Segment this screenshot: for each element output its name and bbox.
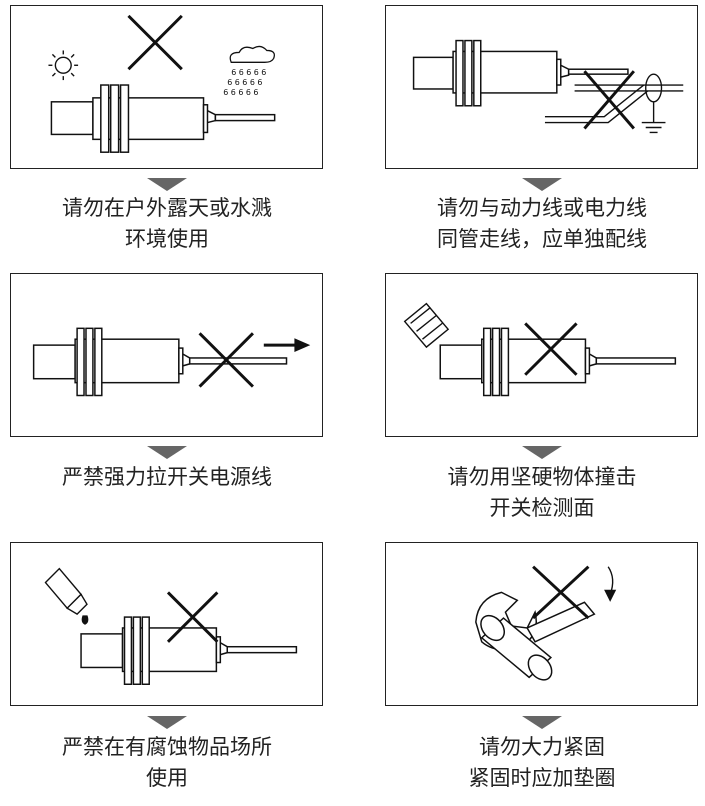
rain-cloud-icon: 6 6 6 6 6 6 6 6 6 6 6 6 6 6 6	[223, 45, 275, 97]
caption-pull-cable: 严禁强力拉开关电源线	[2, 462, 332, 493]
impact-warning-illustration	[403, 302, 677, 397]
down-arrow-icon	[147, 446, 187, 459]
corrosive-warning-illustration	[44, 567, 298, 685]
down-arrow-icon	[147, 178, 187, 191]
tightening-warning-illustration	[475, 565, 617, 681]
proximity-sensor-drawing	[32, 327, 288, 397]
caption-line: 紧固时应加垫圈	[468, 766, 616, 790]
proximity-sensor-drawing	[412, 39, 629, 107]
caption-corrosive: 严禁在有腐蚀物品场所 使用	[2, 732, 332, 794]
dropper-bottle-icon	[44, 567, 89, 625]
caption-line: 开关检测面	[489, 496, 595, 520]
svg-text:6 6 6 6 6: 6 6 6 6 6	[227, 78, 262, 87]
warning-panel-pull-cable	[10, 273, 323, 437]
proximity-sensor-drawing	[439, 327, 677, 397]
proximity-sensor-drawing	[80, 616, 298, 685]
caption-line: 严禁强力拉开关电源线	[62, 465, 272, 489]
warning-panel-outdoor: 6 6 6 6 6 6 6 6 6 6 6 6 6 6 6	[10, 5, 323, 169]
caption-line: 请勿大力紧固	[479, 735, 605, 759]
caption-power-line: 请勿与动力线或电力线 同管走线，应单独配线	[377, 193, 705, 255]
caption-line: 请勿与动力线或电力线	[437, 196, 647, 220]
warning-panel-impact	[385, 273, 698, 437]
sun-icon	[48, 50, 79, 81]
caption-line: 环境使用	[125, 227, 209, 251]
proximity-sensor-drawing	[50, 84, 276, 153]
pull-cable-warning-illustration	[32, 327, 311, 397]
power-cable-drawing	[544, 73, 684, 124]
sensor-cylinder-drawing	[480, 614, 553, 681]
down-arrow-icon	[522, 178, 562, 191]
warning-panel-power-line	[385, 5, 698, 169]
ground-icon	[641, 101, 666, 134]
cross-mark-icon	[127, 14, 183, 71]
pull-arrow-icon	[263, 338, 311, 353]
caption-line: 请勿在户外露天或水溅	[62, 196, 272, 220]
caption-outdoor: 请勿在户外露天或水溅 环境使用	[2, 193, 332, 255]
cross-mark-icon	[524, 322, 578, 376]
cross-mark-icon	[532, 565, 590, 620]
down-arrow-icon	[147, 716, 187, 729]
caption-line: 请勿用坚硬物体撞击	[447, 465, 637, 489]
svg-text:6 6 6 6 6: 6 6 6 6 6	[231, 68, 266, 77]
cross-mark-icon	[583, 70, 635, 130]
cross-mark-icon	[198, 332, 254, 388]
power-line-warning-illustration	[412, 39, 684, 134]
down-arrow-icon	[522, 446, 562, 459]
hammer-icon	[403, 302, 450, 349]
caption-tightening: 请勿大力紧固 紧固时应加垫圈	[377, 732, 705, 794]
svg-text:6 6 6 6 6: 6 6 6 6 6	[223, 88, 258, 97]
cross-mark-icon	[166, 591, 219, 643]
caption-impact: 请勿用坚硬物体撞击 开关检测面	[377, 462, 705, 524]
warning-panel-corrosive	[10, 542, 323, 706]
warning-panel-tightening	[385, 542, 698, 706]
caption-line: 严禁在有腐蚀物品场所	[62, 735, 272, 759]
caption-line: 同管走线，应单独配线	[437, 227, 647, 251]
rotation-arrow-icon	[604, 566, 617, 602]
outdoor-warning-illustration: 6 6 6 6 6 6 6 6 6 6 6 6 6 6 6	[48, 14, 276, 153]
down-arrow-icon	[522, 716, 562, 729]
caption-line: 使用	[146, 766, 188, 790]
